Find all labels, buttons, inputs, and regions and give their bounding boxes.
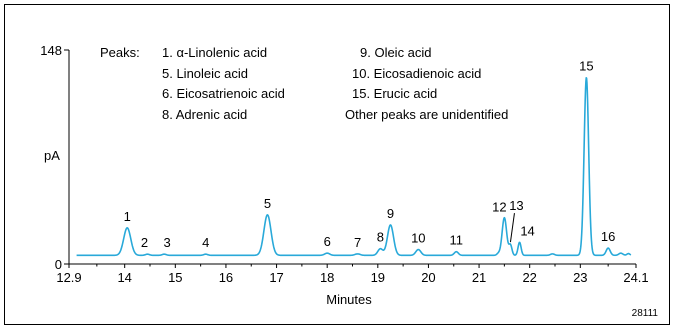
peak-label-12: 12 [492, 200, 506, 215]
legend-item: 1. α-Linolenic acid [162, 45, 267, 60]
legend-item: 6. Eicosatrienoic acid [162, 86, 285, 101]
legend-note: Other peaks are unidentified [345, 107, 508, 122]
x-tick-label: 24.1 [623, 270, 648, 285]
peak-label-4: 4 [202, 235, 209, 250]
peak-label-9: 9 [387, 206, 394, 221]
x-tick-label: 21 [472, 270, 486, 285]
legend-item: 10. Eicosadienoic acid [352, 66, 481, 81]
legend-item: 8. Adrenic acid [162, 107, 247, 122]
x-tick-label: 20 [421, 270, 435, 285]
x-tick-label: 23 [573, 270, 587, 285]
x-tick-label: 12.9 [56, 270, 81, 285]
x-tick-label: 19 [371, 270, 385, 285]
peak-label-11: 11 [450, 233, 464, 248]
x-tick-label: 16 [219, 270, 233, 285]
y-axis-label: pA [44, 148, 60, 163]
legend-heading: Peaks: [100, 45, 140, 60]
x-tick-label: 22 [522, 270, 536, 285]
y-tick-label: 0 [55, 257, 62, 272]
peak-label-16: 16 [601, 229, 615, 244]
legend-item: 5. Linoleic acid [162, 66, 248, 81]
x-tick-label: 17 [269, 270, 283, 285]
figure-id: 28111 [632, 308, 659, 319]
chart-frame [4, 4, 670, 325]
legend-item: 9. Oleic acid [360, 45, 432, 60]
x-tick-label: 18 [320, 270, 334, 285]
peak-label-5: 5 [264, 196, 271, 211]
x-tick-label: 14 [117, 270, 131, 285]
peak-label-8: 8 [377, 230, 384, 245]
trace-group [76, 77, 632, 257]
chromatogram-trace [76, 77, 632, 257]
peak-label-3: 3 [164, 235, 171, 250]
x-tick-label: 15 [168, 270, 182, 285]
peak-13-leader-line [509, 213, 515, 243]
peak-label-6: 6 [324, 234, 331, 249]
peak-label-7: 7 [354, 235, 361, 250]
y-tick-label: 148 [40, 43, 62, 58]
peak-label-14: 14 [520, 223, 534, 238]
legend-item: 15. Erucic acid [352, 86, 437, 101]
x-axis-label: Minutes [326, 292, 372, 307]
peak-legend: Peaks: 1. α-Linolenic acid 5. Linoleic a… [100, 45, 508, 122]
peak-label-1: 1 [124, 209, 131, 224]
peak-label-15: 15 [579, 58, 593, 73]
peak-label-10: 10 [411, 231, 425, 246]
peak-label-2: 2 [141, 235, 148, 250]
peak-label-13: 13 [509, 198, 523, 213]
